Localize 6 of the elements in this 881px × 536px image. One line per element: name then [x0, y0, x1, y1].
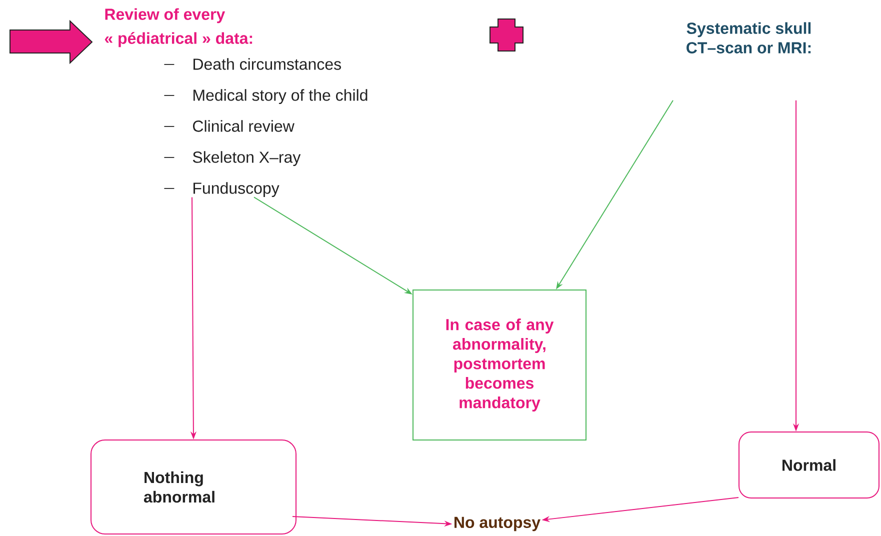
result-box: In case of any abnormality, postmortem becomes mandatory: [412, 290, 586, 440]
outcome-box: Normal: [738, 432, 880, 498]
text-block: Review of every « pédiatrical » data: Death circumstances Medical story of the child Clinical review Skeleton X–ray Funduscopy: [104, 8, 368, 198]
heading-text: Systematic skull CT–scan or MRI:: [686, 22, 811, 54]
result-text: No autopsy: [454, 516, 540, 532]
outcome-box: Nothing abnormal: [90, 440, 296, 534]
